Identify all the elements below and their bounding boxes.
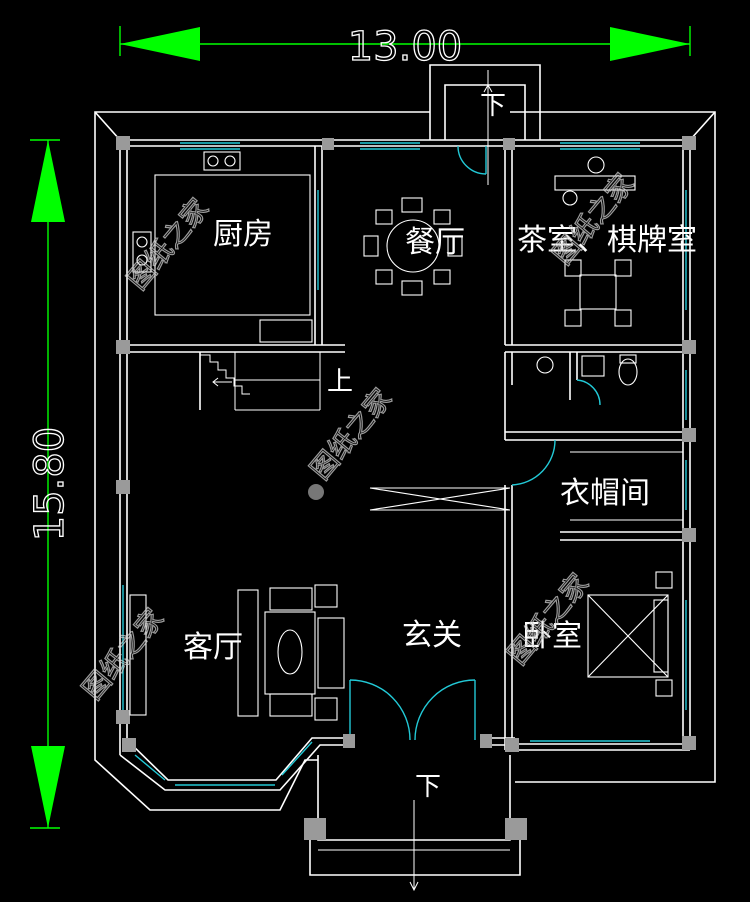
width-dimension: 13.00 bbox=[119, 23, 691, 71]
eave-outline bbox=[94, 111, 716, 811]
light-fixture bbox=[308, 484, 324, 500]
wardrobe bbox=[369, 451, 683, 521]
foyer-label: 玄关 bbox=[402, 618, 462, 653]
top-arrowhead bbox=[31, 140, 65, 222]
bedroom-furniture bbox=[587, 571, 673, 697]
living-furniture bbox=[129, 484, 345, 721]
exterior-walls bbox=[119, 139, 691, 791]
bathroom-fixtures bbox=[536, 354, 638, 386]
right-arrowhead bbox=[610, 27, 690, 61]
bottom-arrowhead bbox=[31, 746, 65, 828]
kitchen-fixtures bbox=[132, 151, 313, 343]
width-label: 13.00 bbox=[348, 24, 463, 70]
doors bbox=[349, 145, 601, 741]
up-mark: 上 bbox=[327, 367, 353, 397]
cloakroom-label: 衣帽间 bbox=[560, 476, 650, 511]
height-dimension: 15.80 bbox=[26, 139, 74, 829]
watermarks: 图纸之家 图纸之家 图纸之家 图纸之家 图纸之家 bbox=[76, 168, 640, 707]
interior-walls bbox=[127, 146, 683, 750]
living-room-label: 客厅 bbox=[183, 630, 243, 665]
dining-table bbox=[363, 197, 463, 296]
watermark-3: 图纸之家 bbox=[305, 383, 398, 486]
dining-label: 餐厅 bbox=[405, 225, 465, 260]
front-down-mark: 下 bbox=[415, 772, 441, 802]
height-label: 15.80 bbox=[27, 427, 73, 542]
columns bbox=[116, 136, 696, 840]
room-labels: 厨房 餐厅 茶室、棋牌室 衣帽间 客厅 玄关 卧室 上 bbox=[183, 217, 697, 665]
rear-stair: 下 bbox=[429, 64, 541, 185]
tea-room-furniture bbox=[554, 156, 636, 327]
front-porch: 下 bbox=[309, 755, 521, 892]
tea-room-label: 茶室、棋牌室 bbox=[517, 223, 697, 258]
watermark-1: 图纸之家 bbox=[122, 193, 215, 296]
left-arrowhead bbox=[120, 27, 200, 61]
rear-down-mark: 下 bbox=[480, 91, 506, 121]
bedroom-label: 卧室 bbox=[522, 619, 582, 654]
windows bbox=[122, 142, 687, 786]
kitchen-label: 厨房 bbox=[213, 217, 273, 252]
